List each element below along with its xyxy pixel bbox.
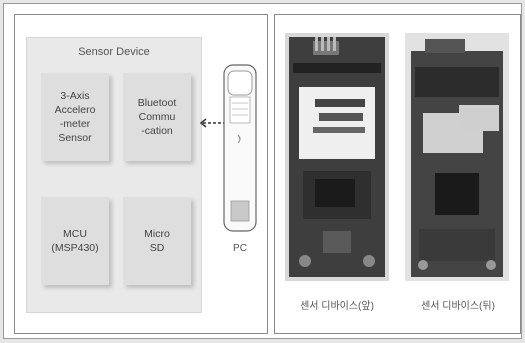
front-photo-caption: 센서 디바이스(앞) xyxy=(277,297,397,312)
photo-panel: 센서 디바이스(앞) 센서 디바이스(뒤) xyxy=(274,14,521,334)
micro-sd-block: Micro SD xyxy=(123,197,191,285)
sensor-device-front-photo xyxy=(285,33,389,281)
pc-label: PC xyxy=(220,243,260,254)
pc-device-icon xyxy=(220,63,260,233)
sensor-device-title: Sensor Device xyxy=(26,46,202,58)
accelerometer-block: 3-Axis Accelero -meter Sensor xyxy=(41,73,109,161)
mcu-block: MCU (MSP430) xyxy=(41,197,109,285)
back-photo-caption: 센서 디바이스(뒤) xyxy=(398,297,518,312)
block-diagram-panel: Sensor Device 3-Axis Accelero -meter Sen… xyxy=(14,14,268,334)
sensor-device-box: Sensor Device 3-Axis Accelero -meter Sen… xyxy=(26,37,202,313)
figure-frame: Sensor Device 3-Axis Accelero -meter Sen… xyxy=(3,3,522,339)
bluetooth-block: Bluetoot Commu -cation xyxy=(123,73,191,161)
sensor-device-back-photo xyxy=(405,33,509,281)
